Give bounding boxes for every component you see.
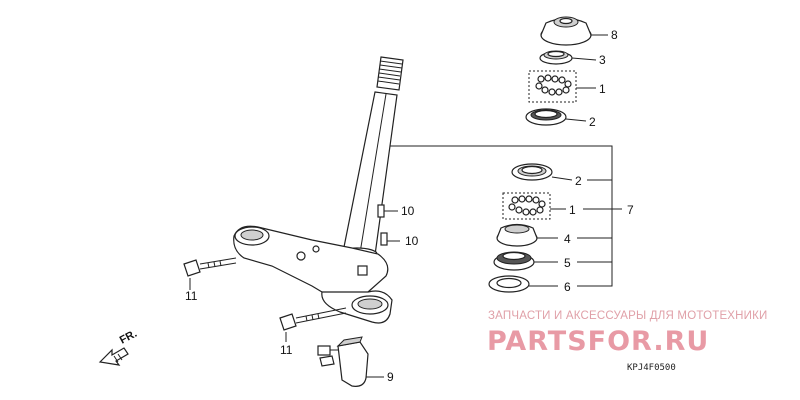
steering-lock-9 (317, 336, 384, 387)
steel-balls-upper-1 (528, 70, 577, 103)
front-direction-arrow-icon (98, 347, 129, 366)
top-cone-race-3 (539, 50, 573, 65)
diagram-code: KPJ4F0500 (627, 363, 676, 373)
steel-balls-lower-1 (502, 192, 551, 220)
label-5: 5 (564, 256, 571, 270)
label-2-upper: 2 (589, 115, 596, 129)
label-11-left: 11 (185, 289, 198, 303)
label-7: 7 (627, 203, 634, 217)
label-10-upper: 10 (401, 204, 415, 218)
label-1-lower: 1 (569, 203, 576, 217)
label-2-lower: 2 (575, 174, 582, 188)
screw-10-upper (377, 204, 398, 218)
label-8: 8 (611, 28, 618, 42)
dust-seal-8 (540, 16, 592, 46)
screw-10-lower (380, 232, 400, 246)
bottom-bridge (233, 225, 393, 324)
watermark-tagline: ЗАПЧАСТИ И АКСЕССУАРЫ ДЛЯ МОТОТЕХНИКИ (488, 310, 768, 322)
label-6: 6 (564, 280, 571, 294)
ball-race-cone-4 (496, 223, 538, 247)
dust-seal-5 (493, 251, 535, 271)
label-11-right: 11 (280, 343, 293, 357)
label-10-lower: 10 (405, 234, 419, 248)
steering-stem (336, 56, 404, 261)
label-3: 3 (599, 53, 606, 67)
ball-race-upper-2 (525, 108, 567, 126)
pinch-bolt-11-right (279, 307, 347, 342)
label-9: 9 (387, 370, 394, 384)
front-direction-label: FR. (118, 328, 139, 347)
label-4: 4 (564, 232, 571, 246)
watermark-logo: PARTSFOR.RU (487, 326, 709, 357)
ball-race-lower-2 (511, 163, 553, 181)
label-1-upper: 1 (599, 82, 606, 96)
dust-seal-washer-6 (488, 275, 530, 293)
pinch-bolt-11-left (183, 257, 237, 290)
